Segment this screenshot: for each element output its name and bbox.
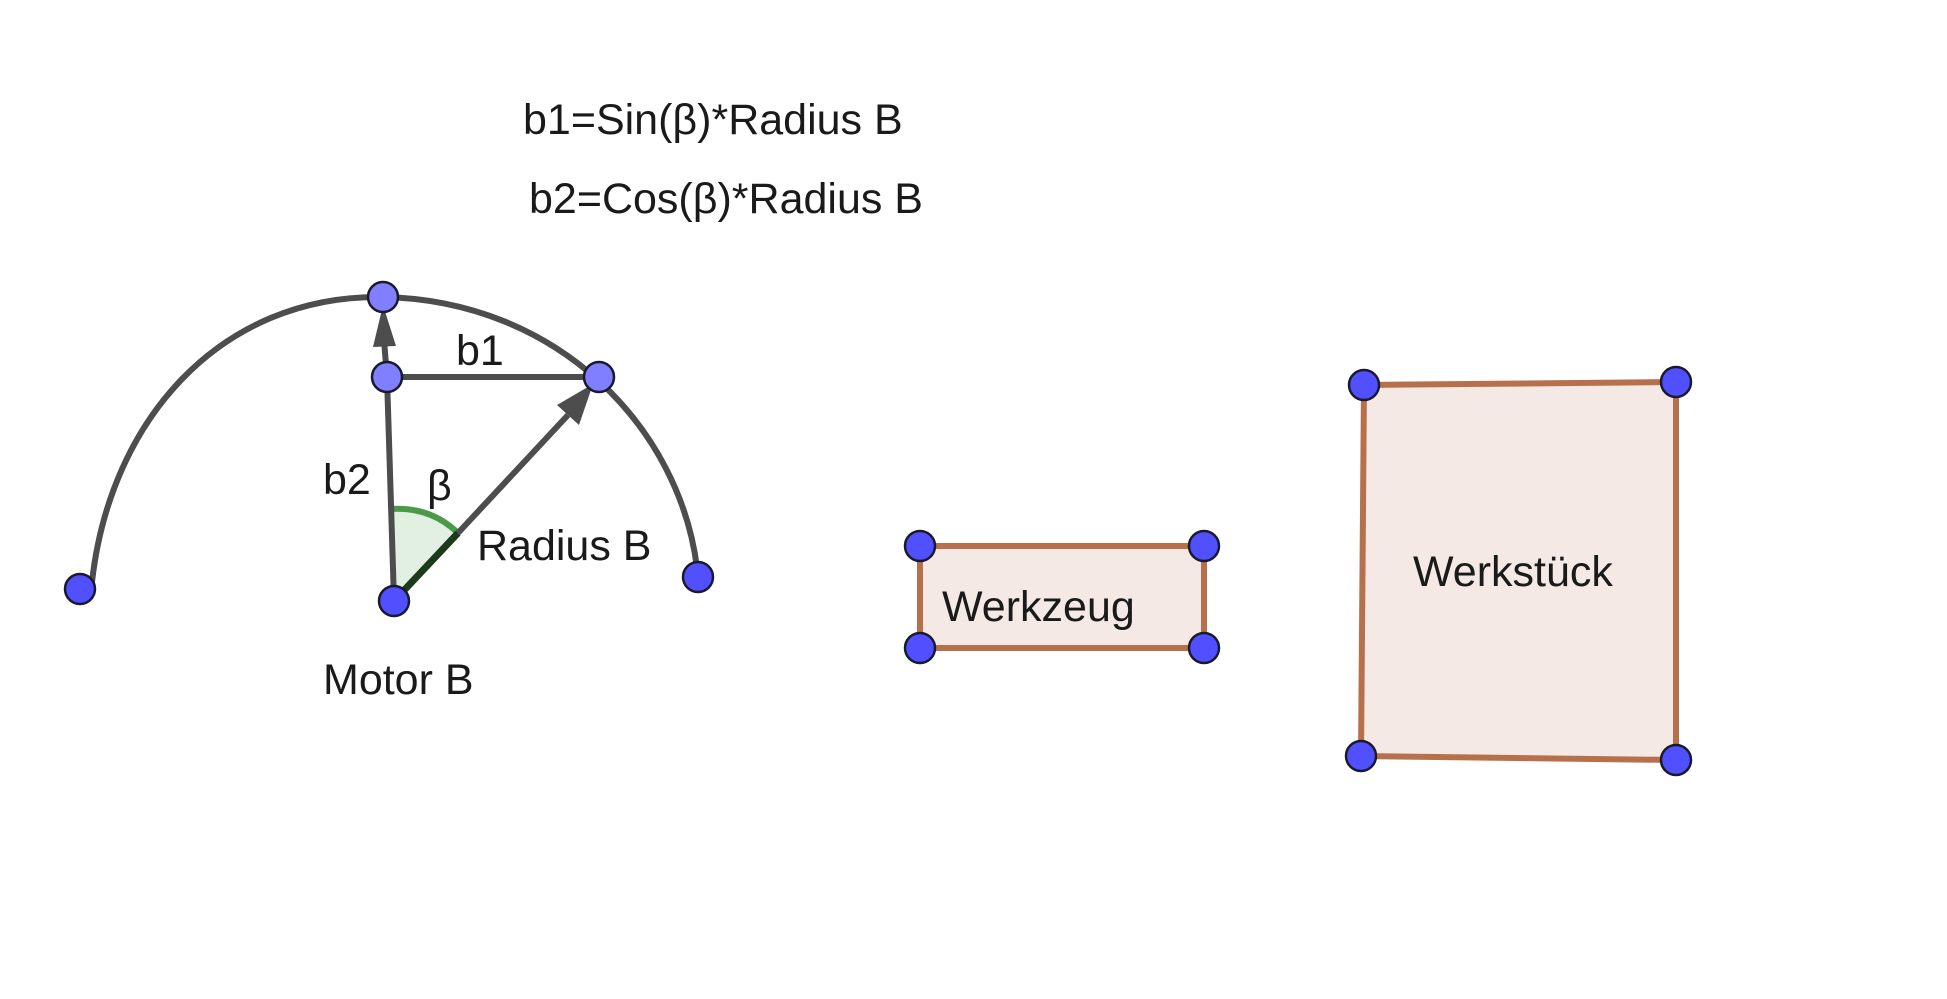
workpiece-corner-tl[interactable]: [1347, 368, 1381, 402]
label-radius: Radius B: [477, 522, 651, 570]
arc-end-point[interactable]: [681, 560, 715, 594]
radius-arrowhead: [557, 384, 593, 425]
motor-center-point[interactable]: [377, 584, 411, 618]
top-point[interactable]: [366, 280, 400, 314]
tool-corner-tr[interactable]: [1187, 529, 1221, 563]
arc-start-point[interactable]: [63, 572, 97, 606]
tool-corner-br[interactable]: [1187, 631, 1221, 665]
b2-segment: [384, 376, 397, 602]
label-b1: b1: [456, 327, 504, 375]
vertical-arrowhead: [373, 305, 396, 347]
workpiece-corner-tr[interactable]: [1659, 365, 1693, 399]
tool-corner-bl[interactable]: [903, 631, 937, 665]
angle-beta-arc: [389, 505, 461, 536]
formula-b2: b2=Cos(β)*Radius B: [529, 175, 923, 223]
tool-corner-tl[interactable]: [903, 529, 937, 563]
radius-vector: [455, 412, 571, 536]
workpiece-corner-bl[interactable]: [1344, 739, 1378, 773]
workpiece-corner-br[interactable]: [1659, 743, 1693, 777]
workpiece-label: Werkstück: [1413, 548, 1613, 596]
formula-b1: b1=Sin(β)*Radius B: [523, 96, 903, 144]
angle-beta-sector: [390, 508, 458, 601]
label-beta: β: [427, 462, 452, 510]
radius-end-point[interactable]: [582, 360, 616, 394]
label-motor: Motor B: [323, 656, 474, 704]
label-b2: b2: [323, 456, 371, 504]
tool-label: Werkzeug: [942, 583, 1135, 631]
b1-b2-corner-point[interactable]: [370, 360, 404, 394]
